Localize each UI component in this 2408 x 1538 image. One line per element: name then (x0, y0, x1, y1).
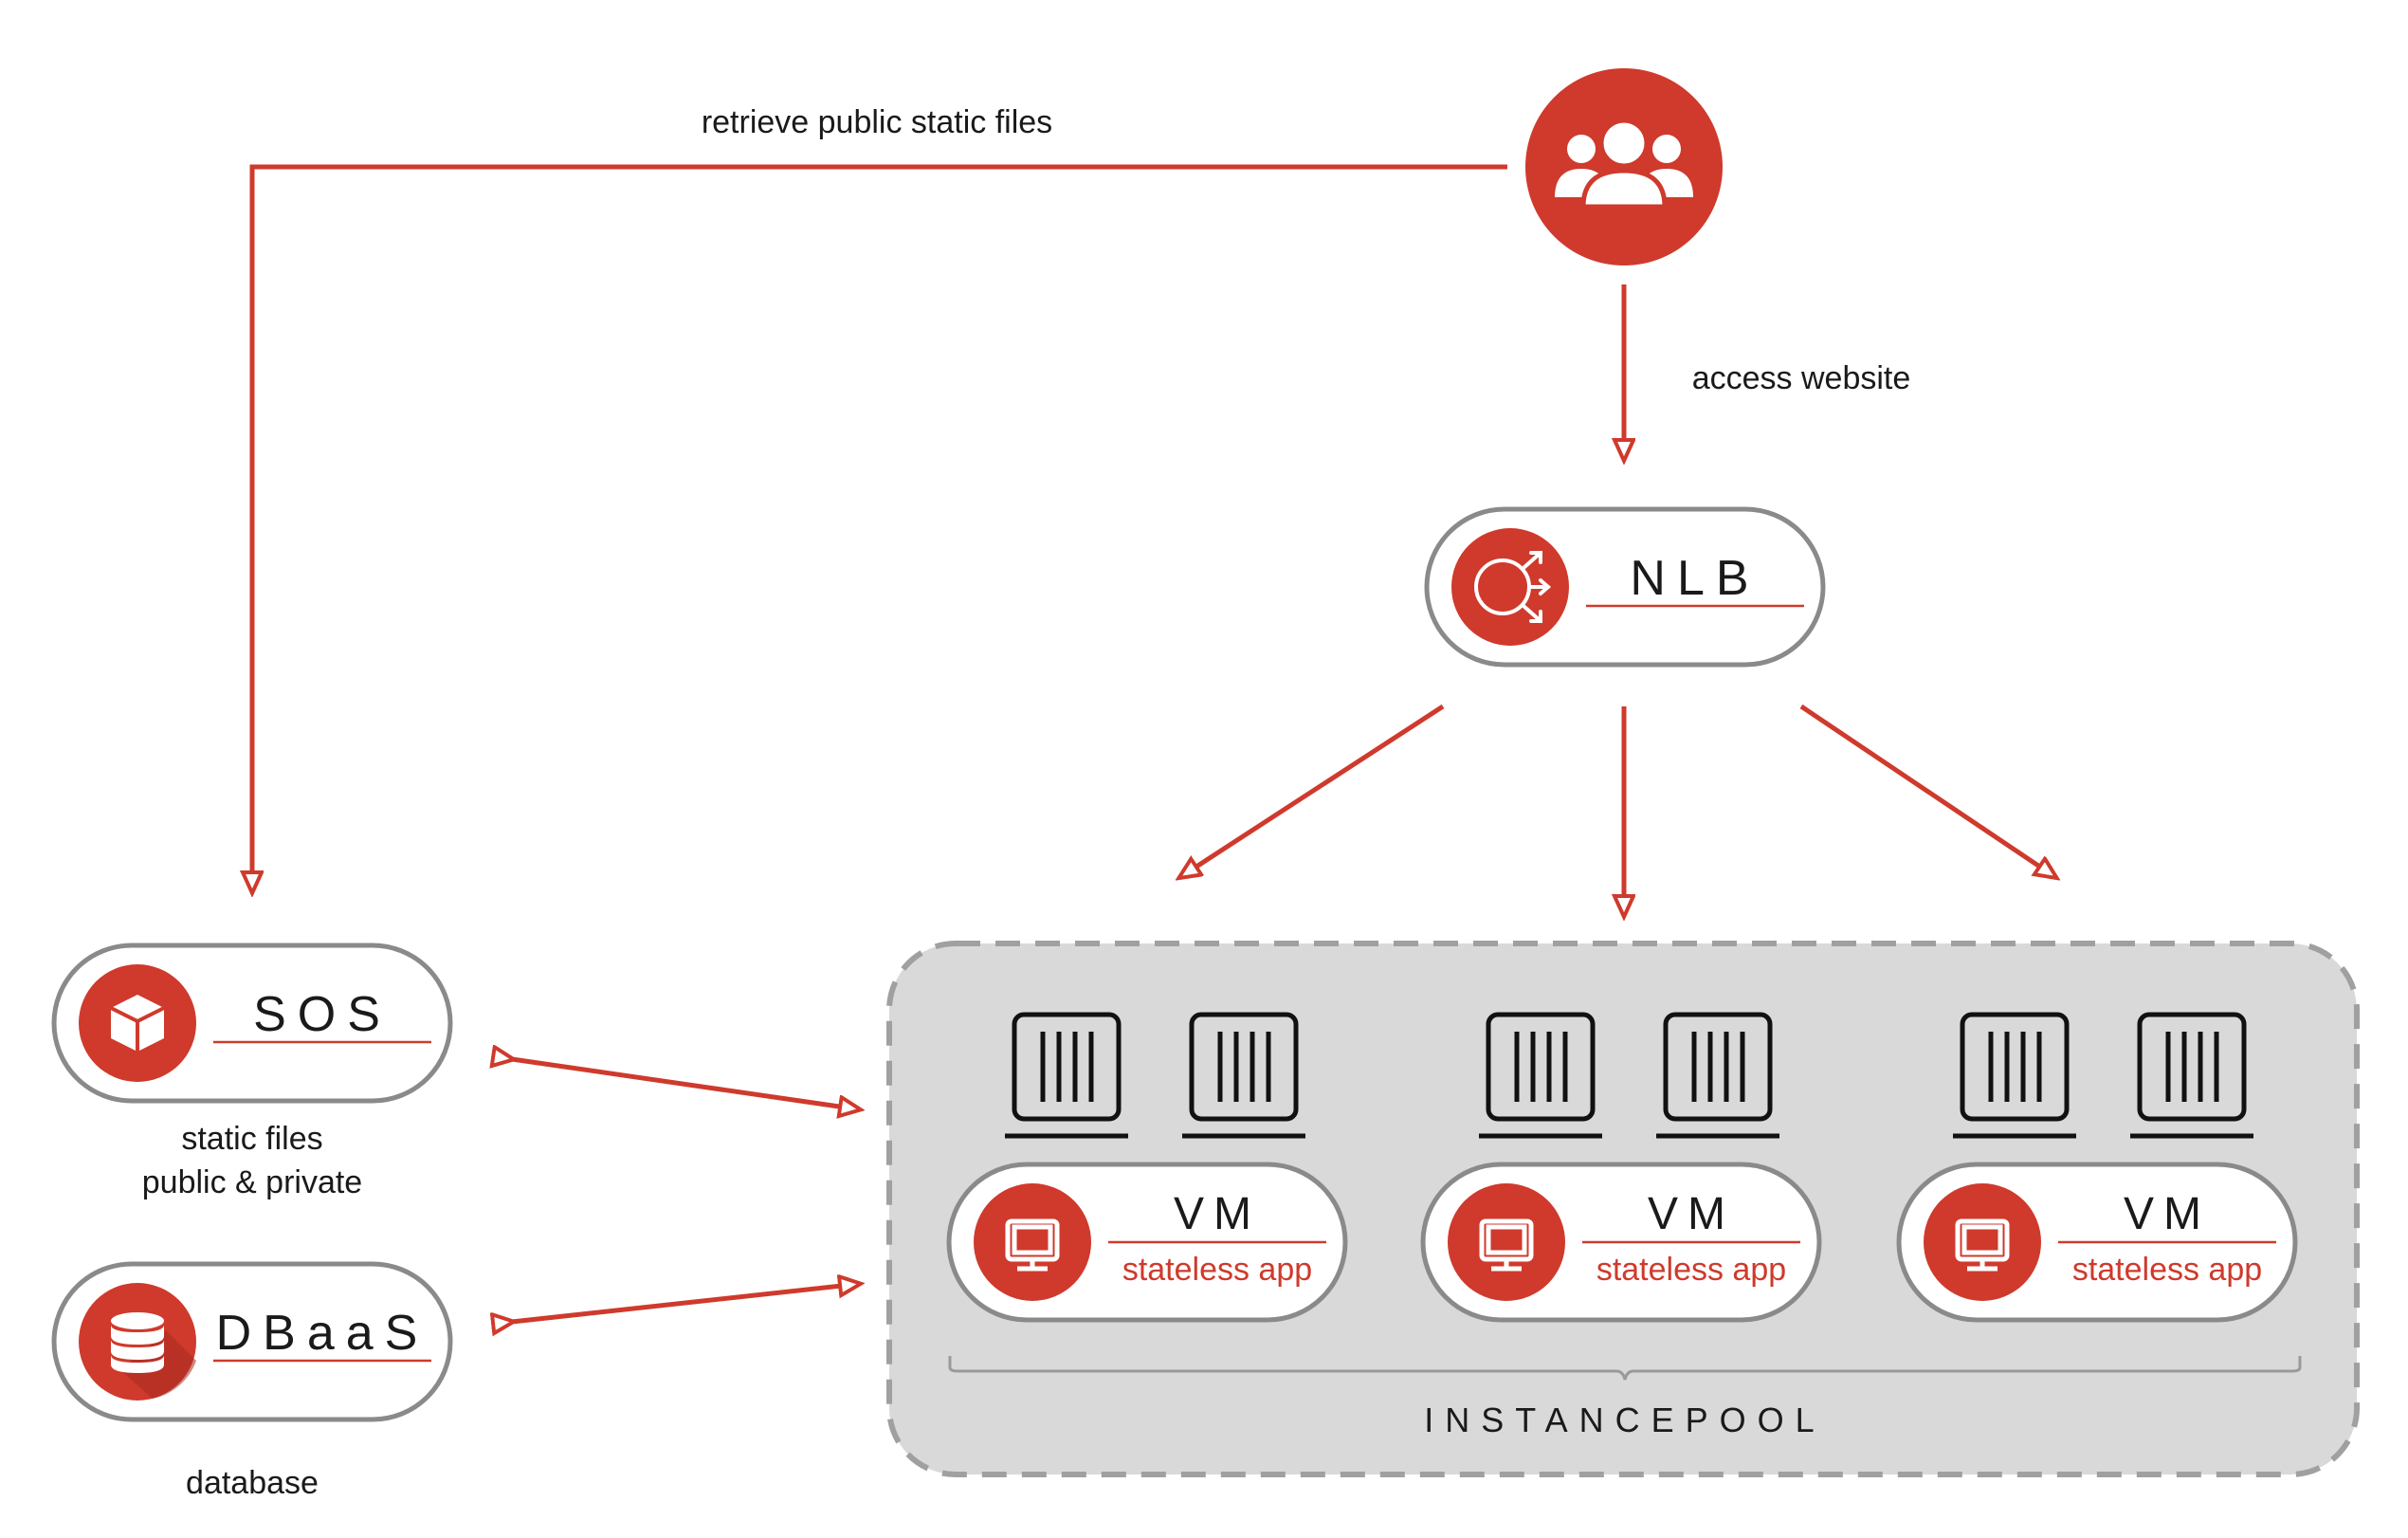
monitor-icon (1479, 1218, 1534, 1272)
vm-icon-circle (1924, 1183, 2041, 1301)
database-icon (111, 1312, 164, 1373)
vm-title: VM (1648, 1189, 1735, 1239)
instance-pool-label: INSTANCEPOOL (1424, 1401, 1825, 1439)
users-icon (1555, 118, 1693, 210)
arrow-nlb-to-pool-left (1180, 704, 1445, 877)
server-icon (2130, 1012, 2253, 1139)
pool-bracket (948, 1356, 2302, 1381)
vm-node: VM stateless app (1420, 1162, 1822, 1323)
monitor-icon (1955, 1218, 2010, 1272)
server-icon (1182, 1012, 1305, 1139)
server-icon (1005, 1012, 1128, 1139)
vm-title: VM (2124, 1189, 2211, 1239)
arrow-nlb-to-pool-right (1799, 704, 2055, 877)
monitor-icon (1005, 1218, 1060, 1272)
server-icons (1005, 1012, 2253, 1139)
arrow-dbaas-pool (512, 1284, 859, 1322)
box-icon (110, 995, 165, 1052)
load-balancer-icon (1474, 551, 1552, 623)
sos-caption-line2: public & private (142, 1164, 362, 1200)
server-icon (1953, 1012, 2076, 1139)
server-icon (1479, 1012, 1602, 1139)
vm-icon-circle (1448, 1183, 1565, 1301)
vm-title: VM (1174, 1189, 1261, 1239)
nlb-title: NLB (1630, 551, 1760, 606)
arrow-users-to-sos (252, 164, 1507, 891)
vm-node: VM stateless app (1896, 1162, 2298, 1323)
vm-icon-circle (974, 1183, 1091, 1301)
sos-title: SOS (253, 987, 392, 1042)
connectors (252, 164, 2055, 1322)
server-icon (1656, 1012, 1779, 1139)
label-retrieve-static: retrieve public static files (702, 104, 1052, 140)
sos-caption-line1: static files (181, 1121, 322, 1157)
dbaas-node: DBaaS (51, 1261, 453, 1422)
nlb-icon-circle (1451, 528, 1569, 646)
dbaas-title: DBaaS (216, 1306, 429, 1361)
dbaas-caption: database (186, 1465, 319, 1501)
vm-subtitle: stateless app (1596, 1252, 1786, 1288)
arrow-sos-pool (512, 1059, 859, 1109)
label-access-website: access website (1692, 360, 1911, 396)
vm-subtitle: stateless app (2072, 1252, 2262, 1288)
users-node (1525, 68, 1723, 265)
vm-node: VM stateless app (946, 1162, 1348, 1323)
sos-node: SOS (51, 943, 453, 1104)
nlb-node: NLB (1424, 506, 1826, 668)
vm-subtitle: stateless app (1122, 1252, 1312, 1288)
